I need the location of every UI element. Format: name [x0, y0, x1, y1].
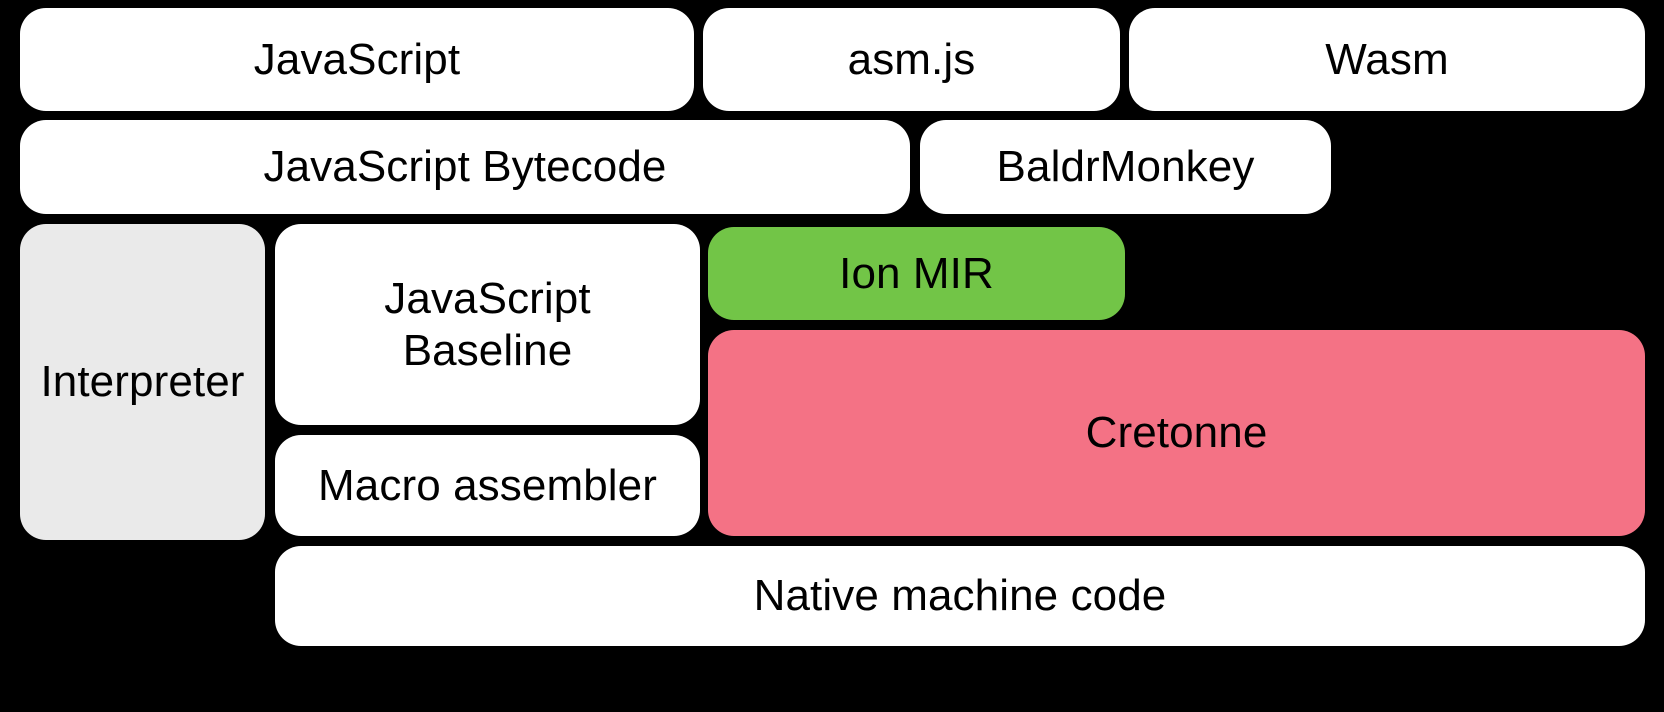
- node-macro-assembler: Macro assembler: [275, 435, 700, 536]
- node-javascript-bytecode: JavaScript Bytecode: [20, 120, 910, 214]
- node-native-machine-code: Native machine code: [275, 546, 1645, 646]
- node-ion-mir: Ion MIR: [708, 227, 1125, 320]
- node-asmjs: asm.js: [703, 8, 1120, 111]
- node-cretonne: Cretonne: [708, 330, 1645, 536]
- node-interpreter: Interpreter: [20, 224, 265, 540]
- node-baldrmonkey: BaldrMonkey: [920, 120, 1331, 214]
- node-wasm: Wasm: [1129, 8, 1645, 111]
- node-javascript-baseline: JavaScript Baseline: [275, 224, 700, 425]
- node-javascript: JavaScript: [20, 8, 694, 111]
